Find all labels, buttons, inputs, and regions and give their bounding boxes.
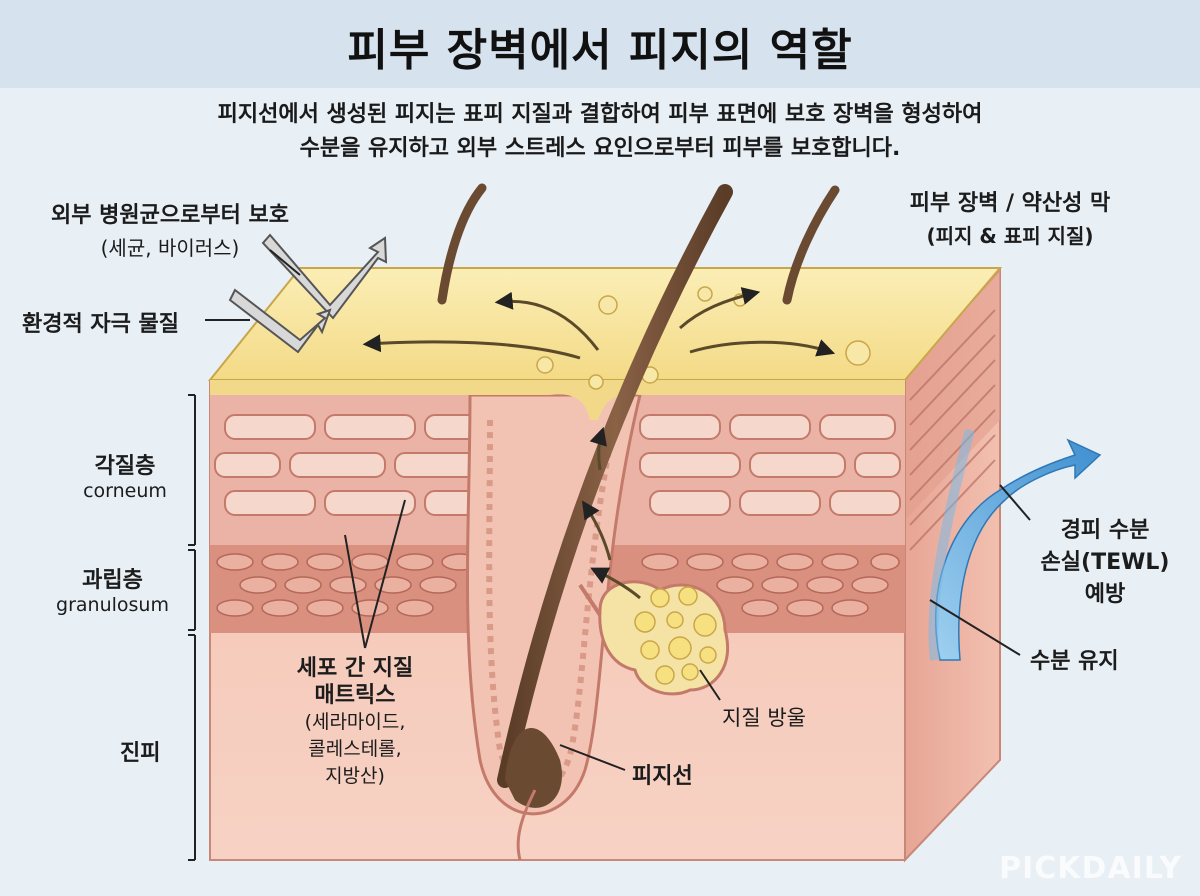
hydration-label: 수분 유지 — [1030, 649, 1119, 674]
stratum-corneum-label: 각질층 corneum — [70, 448, 180, 502]
stratum-granulosum-ko: 과립층 — [82, 568, 143, 593]
page-title: 피부 장벽에서 피지의 역할 — [347, 25, 853, 76]
skin-barrier-label: 피부 장벽 / 약산성 막 (피지 & 표피 지질) — [860, 188, 1160, 252]
sebaceous-gland-label: 피지선 — [632, 764, 693, 789]
external-threat-arrows — [228, 233, 388, 354]
lipid-matrix-line-5: 지방산) — [325, 765, 385, 787]
tewl-label: 경피 수분 손실(TEWL) 예방 — [1025, 515, 1185, 611]
sebum-layer — [207, 267, 1003, 420]
subtitle-line-2: 수분을 유지하고 외부 스트레스 요인으로부터 피부를 보호합니다. — [299, 136, 901, 161]
stratum-corneum-ko: 각질층 — [94, 454, 156, 479]
sebum-flow-arrows — [362, 287, 836, 600]
skin-barrier-line-2: (피지 & 표피 지질) — [926, 224, 1094, 248]
leader-lines — [188, 249, 1031, 861]
irritants-label: 환경적 자극 물질 — [22, 312, 179, 337]
tewl-line-2: 손실(TEWL) — [1040, 550, 1170, 575]
hair-shafts — [437, 183, 840, 861]
watermark: PICKDAILY — [999, 851, 1182, 886]
pathogen-protection-line-1: 외부 병원균으로부터 보호 — [51, 203, 289, 228]
title-band — [0, 0, 1200, 88]
skin-barrier-line-1: 피부 장벽 / 약산성 막 — [909, 191, 1111, 216]
lipid-matrix-line-1: 세포 간 지질 — [296, 656, 414, 681]
stratum-granulosum-label: 과립층 granulosum — [40, 562, 185, 616]
subtitle-line-1: 피지선에서 생성된 피지는 표피 지질과 결합하여 피부 표면에 보호 장벽을 … — [217, 102, 983, 127]
pathogen-protection-line-2: (세균, 바이러스) — [100, 236, 240, 260]
stratum-granulosum-en: granulosum — [56, 594, 169, 616]
lipid-droplets-label: 지질 방울 — [722, 706, 806, 730]
sebaceous-gland — [578, 580, 730, 696]
tewl-line-1: 경피 수분 — [1060, 518, 1150, 543]
lipid-matrix-line-2: 매트릭스 — [314, 683, 396, 708]
stratum-corneum-en: corneum — [83, 480, 167, 502]
dermis-label: 진피 — [120, 741, 161, 766]
lipid-matrix-line-4: 콜레스테롤, — [308, 738, 402, 760]
pathogen-protection-label: 외부 병원균으로부터 보호 (세균, 바이러스) — [20, 200, 320, 264]
subtitle: 피지선에서 생성된 피지는 표피 지질과 결합하여 피부 표면에 보호 장벽을 … — [60, 98, 1140, 166]
tewl-line-3: 예방 — [1084, 582, 1126, 607]
water-retention-arrow — [928, 428, 1102, 661]
lipid-matrix-line-3: (세라마이드, — [304, 711, 406, 733]
lipid-matrix-label: 세포 간 지질 매트릭스 (세라마이드, 콜레스테롤, 지방산) — [270, 655, 440, 790]
